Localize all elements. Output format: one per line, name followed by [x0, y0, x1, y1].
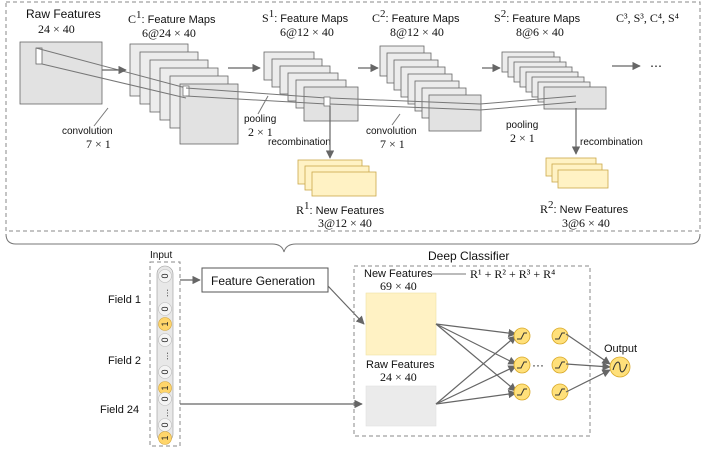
recomb1-label: recombination: [268, 137, 331, 148]
classifier-raw-features-dim: 24 × 40: [380, 370, 417, 384]
conv2-pointer: [391, 113, 401, 126]
top-panel-border: [5, 1, 701, 232]
pool2-projection-bottom: [479, 101, 577, 111]
input-title: Input: [150, 250, 172, 261]
raw-features-dim: 24 × 40: [38, 22, 75, 36]
conv1-projection-bottom: [41, 63, 187, 99]
new-features-block: [365, 292, 437, 356]
s1-feature-maps: [263, 51, 359, 122]
r2-new-features: [545, 157, 609, 189]
input-bit: 0: [160, 273, 170, 278]
pool1-size: 2 × 1: [248, 125, 273, 139]
conv1-label: convolution: [62, 126, 113, 137]
c1-title: C1: Feature Maps: [128, 9, 216, 26]
c1-cell: [182, 85, 190, 97]
conv2-projection-top: [329, 97, 481, 105]
s2-title: S2: Feature Maps: [494, 8, 581, 25]
r1-dim: 3@12 × 40: [318, 216, 372, 230]
relu-icon: [517, 388, 527, 396]
field-1-label: Field 1: [108, 294, 141, 306]
conv1-projection-top: [35, 47, 187, 89]
pool1-projection-bottom: [185, 95, 327, 105]
raw-features-title: Raw Features: [26, 7, 101, 21]
r1-new-features: [297, 159, 377, 197]
new-features-dim: 69 × 40: [380, 279, 417, 293]
new-features-formula: R¹ + R² + R³ + R⁴: [470, 267, 555, 281]
input-bit-ellipsis: …: [160, 409, 170, 418]
raw-features-block: [365, 385, 437, 427]
r2-title: R2: New Features: [540, 199, 629, 216]
input-bit: 0: [160, 306, 170, 311]
s2-feature-maps: [501, 51, 607, 110]
input-bit-one-dot: [158, 431, 172, 445]
output-label: Output: [604, 343, 637, 355]
c1-feature-maps: [129, 43, 239, 145]
new-features-title: New Features: [364, 268, 433, 280]
s1-title: S1: Feature Maps: [262, 8, 349, 25]
conv-kernel-1: [35, 47, 43, 65]
input-bit: 0: [160, 396, 170, 401]
field-24-label: Field 24: [100, 404, 139, 416]
c2-feature-maps: [379, 45, 482, 132]
pool1-projection-top: [185, 87, 327, 99]
c2-dim: 8@12 × 40: [390, 25, 444, 39]
conv1-pointer: [93, 107, 109, 127]
raw-features-map: [19, 41, 103, 105]
classifier-raw-features-title: Raw Features: [366, 359, 435, 371]
input-bit: 0: [160, 369, 170, 374]
hidden-neurons: [513, 327, 569, 401]
c2-title: C2: Feature Maps: [372, 8, 460, 25]
input-bit-ellipsis: …: [160, 289, 170, 298]
input-bit: 0: [160, 337, 170, 342]
s1-dim: 6@12 × 40: [280, 25, 334, 39]
pool1-label: pooling: [244, 114, 276, 125]
recomb2-label: recombination: [580, 137, 643, 148]
conv1-size: 7 × 1: [86, 137, 111, 151]
input-bit-zero-dot: [158, 365, 172, 379]
input-bit: 1: [160, 435, 170, 440]
s2-dim: 8@6 × 40: [516, 25, 564, 39]
input-bit-zero-dot: [158, 269, 172, 283]
input-bit: 1: [160, 385, 170, 390]
relu-icon: [555, 332, 565, 340]
relu-icon: [555, 388, 565, 396]
conv2-size: 7 × 1: [380, 137, 405, 151]
input-bit-zero-dot: [158, 392, 172, 406]
input-bit: 1: [160, 321, 170, 326]
pool2-projection-top: [479, 95, 577, 105]
hidden-to-output-connections: [565, 333, 611, 393]
field-2-label: Field 2: [108, 355, 141, 367]
feature-generation-label: Feature Generation: [211, 274, 315, 288]
r1-title: R1: New Features: [296, 200, 385, 217]
s1-cell: [323, 96, 331, 107]
deep-classifier-title: Deep Classifier: [428, 249, 509, 263]
r2-dim: 3@6 × 40: [562, 216, 610, 230]
input-bit-zero-dot: [158, 333, 172, 347]
input-bit-zero-dot: [158, 302, 172, 316]
input-bits: 0 … 0 1 0 … 0 1 0 … 0 1: [158, 269, 172, 445]
panel-brace: [5, 233, 701, 253]
continuation-ellipsis: ⋯: [650, 59, 662, 73]
relu-icon: [555, 361, 565, 369]
relu-icon: [517, 332, 527, 340]
c1-dim: 6@24 × 40: [142, 26, 196, 40]
hidden-layers-ellipsis: ···: [532, 358, 544, 372]
input-bit: 0: [160, 422, 170, 427]
conv2-projection-bottom: [329, 103, 481, 111]
input-to-hidden-connections: [435, 323, 517, 405]
arrow-fg-to-new-features: [327, 285, 365, 325]
pool1-pointer: [257, 95, 269, 115]
feature-generation-box: [201, 267, 329, 293]
input-border: [149, 261, 181, 447]
input-bit-one-dot: [158, 317, 172, 331]
conv2-label: convolution: [366, 126, 417, 137]
pool2-size: 2 × 1: [510, 131, 535, 145]
sigmoid-icon: [612, 361, 628, 373]
remaining-layers-label: C³, S³, C⁴, S⁴: [616, 11, 679, 25]
input-bit-ellipsis: …: [160, 352, 170, 361]
relu-icon: [517, 361, 527, 369]
pool2-label: pooling: [506, 120, 538, 131]
